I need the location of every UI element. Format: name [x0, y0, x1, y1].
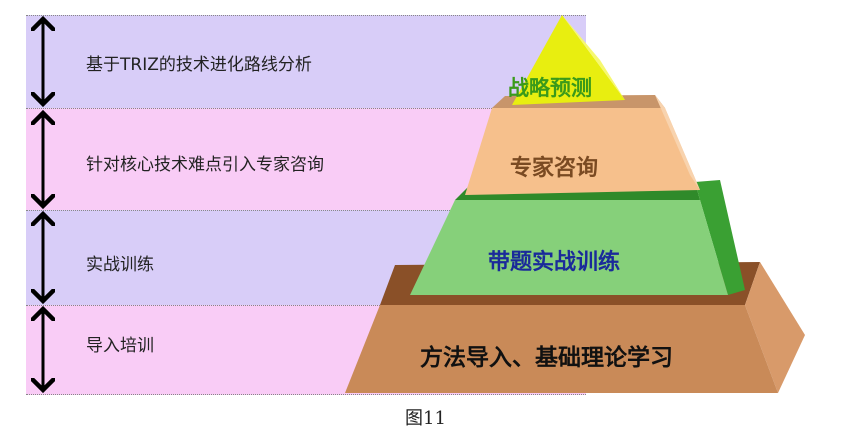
- pyramid-label-expert: 专家咨询: [510, 156, 599, 181]
- figure-caption: 图11: [405, 408, 446, 429]
- side-label-strategy: 基于TRIZ的技术进化路线分析: [86, 55, 312, 75]
- pyramid-label-base: 方法导入、基础理论学习: [420, 345, 673, 371]
- band-strategy: [26, 15, 586, 109]
- layer-training: [410, 180, 745, 295]
- side-label-intro: 导入培训: [86, 336, 154, 356]
- side-label-training: 实战训练: [86, 255, 154, 275]
- pyramid-label-training: 带题实战训练: [488, 250, 621, 275]
- side-label-expert: 针对核心技术难点引入专家咨询: [86, 155, 324, 175]
- pyramid-label-strategy: 战略预测: [508, 76, 592, 100]
- layer-strategy: [512, 15, 625, 105]
